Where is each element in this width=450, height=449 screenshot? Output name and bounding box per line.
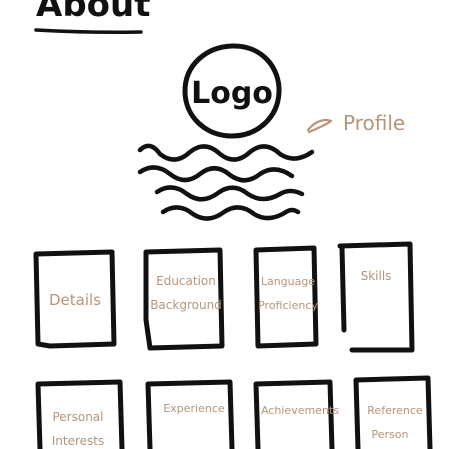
box-experience: Experience bbox=[145, 379, 235, 449]
box-personal-interests: Personal Interests bbox=[35, 379, 125, 449]
box-personal-line2: Interests bbox=[52, 434, 105, 448]
page-title: About bbox=[36, 0, 150, 25]
box-achievements-label: Achievements bbox=[261, 404, 339, 417]
logo-label: Logo bbox=[191, 76, 273, 111]
box-details: Details bbox=[33, 249, 117, 349]
profile-text-lines bbox=[137, 143, 315, 221]
profile-label: Profile bbox=[343, 111, 405, 135]
box-experience-label: Experience bbox=[163, 402, 225, 415]
box-education-line2: Background bbox=[150, 298, 222, 312]
box-language-line2: Proficiency bbox=[258, 299, 318, 312]
box-reference-line2: Person bbox=[372, 428, 409, 441]
box-achievements: Achievements bbox=[253, 379, 339, 449]
box-reference-person: Reference Person bbox=[353, 375, 433, 449]
box-education-line1: Education bbox=[156, 274, 216, 288]
box-language-proficiency: Language Proficiency bbox=[253, 245, 319, 349]
box-personal-line1: Personal bbox=[52, 410, 103, 424]
title-underline bbox=[34, 28, 143, 34]
box-skills-label: Skills bbox=[361, 269, 392, 283]
box-language-line1: Language bbox=[261, 275, 316, 288]
logo-mark: Logo bbox=[182, 43, 282, 139]
box-details-label: Details bbox=[49, 291, 101, 309]
box-education-background: Education Background bbox=[143, 247, 225, 351]
profile-arrow-icon bbox=[306, 118, 333, 134]
box-skills: Skills bbox=[337, 241, 415, 353]
box-reference-line1: Reference bbox=[367, 404, 423, 417]
